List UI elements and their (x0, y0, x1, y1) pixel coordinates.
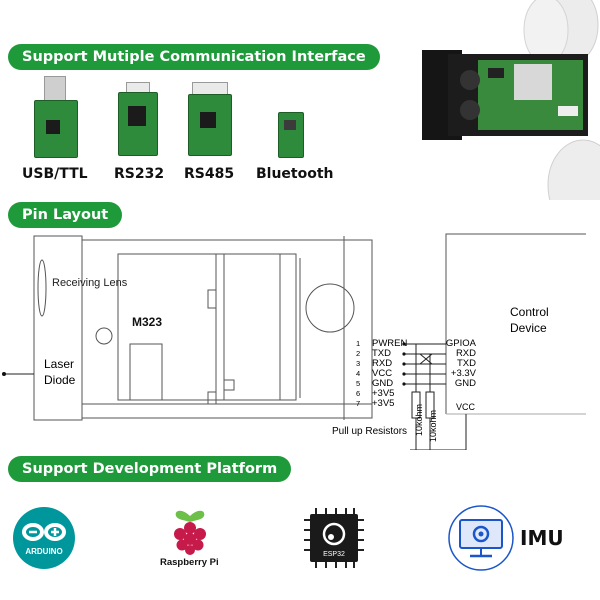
imu-logo (448, 505, 514, 571)
pin-number: 6 (356, 389, 360, 398)
section-heading-communication: Support Mutiple Communication Interface (8, 44, 380, 70)
pin-number: 5 (356, 379, 360, 388)
esp32-label: ESP32 (323, 551, 345, 558)
rs232-board (118, 82, 158, 162)
esp32-logo: ESP32 (304, 508, 364, 568)
pin-number: 1 (356, 339, 360, 348)
pin-number: 3 (356, 359, 360, 368)
pin-target: RXD (456, 348, 476, 359)
pin-name: +3V5 (372, 398, 394, 409)
section-heading-pin-layout: Pin Layout (8, 202, 123, 228)
interface-label-rs232: RS232 (114, 166, 165, 182)
arduino-label: ARDUINO (25, 547, 62, 556)
pin-number: 2 (356, 349, 360, 358)
pin-name: PWREN (372, 338, 408, 349)
module-receiver-lens (305, 283, 355, 333)
pin-name: VCC (372, 368, 392, 379)
pin-layout-diagram: Receiving Lens M323 Laser Diode Control … (2, 233, 586, 450)
raspberry-pi-logo (174, 510, 206, 555)
arduino-logo: ARDUINO (13, 507, 75, 569)
label-control-line2: Device (510, 321, 547, 335)
pin-name: GND (372, 378, 393, 389)
pin-number: 7 (356, 399, 360, 408)
pin-number: 4 (356, 369, 360, 378)
interface-label-rs485: RS485 (184, 166, 235, 182)
raspberry-pi-label: Raspberry Pi (160, 557, 219, 568)
label-pull-up-resistors: Pull up Resistors (332, 426, 407, 437)
label-laser-line1: Laser (44, 357, 74, 371)
pin-name: TXD (372, 348, 391, 359)
label-receiving-lens: Receiving Lens (52, 277, 128, 289)
sensor-photo (422, 0, 600, 200)
module-chip-block (129, 343, 163, 401)
pin-target: GPIOA (446, 338, 477, 349)
label-resistor-2: 10kohm (428, 410, 438, 442)
interface-label-usb-ttl: USB/TTL (22, 166, 88, 182)
pin-target: TXD (457, 358, 476, 369)
module-body-outline (81, 239, 373, 419)
label-control-line1: Control (510, 305, 549, 319)
module-mount-hole (95, 327, 113, 345)
pin-target: GND (455, 378, 476, 389)
module-lens-housing (33, 235, 83, 421)
imu-label: IMU (520, 526, 564, 550)
usb-ttl-board (30, 76, 80, 166)
interface-label-bluetooth: Bluetooth (256, 166, 334, 182)
label-resistor-1: 10kohm (414, 404, 424, 436)
pin-name: RXD (372, 358, 392, 369)
label-laser-line2: Diode (44, 373, 76, 387)
pin-target: +3.3V (451, 368, 477, 379)
section-heading-development: Support Development Platform (8, 456, 292, 482)
pin-name: +3V5 (372, 388, 394, 399)
rs485-board (188, 82, 232, 162)
label-vcc: VCC (456, 402, 476, 412)
bluetooth-board (278, 112, 304, 162)
label-module-name: M323 (132, 315, 162, 329)
module-inner-frame (117, 253, 297, 401)
